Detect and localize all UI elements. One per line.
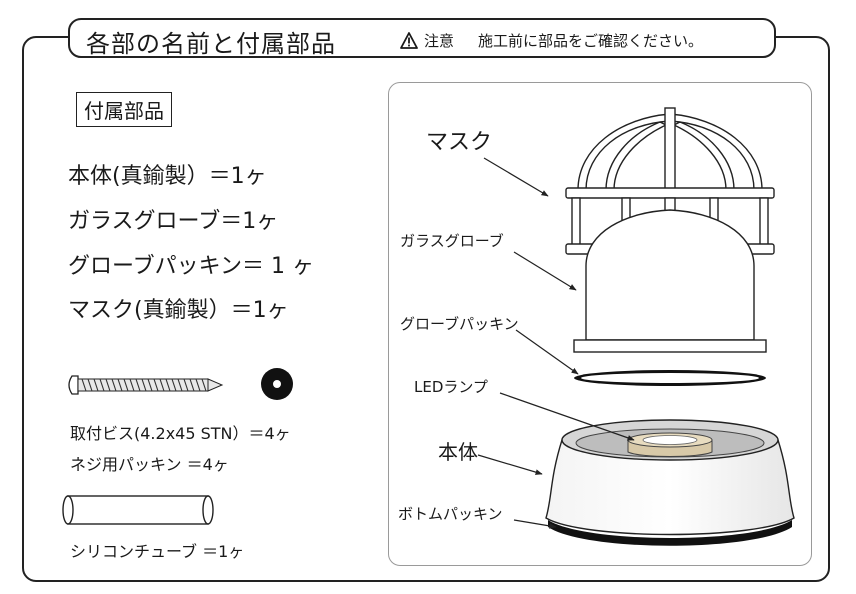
silicone-tube-icon <box>62 495 214 525</box>
notice-label: 注意 <box>424 32 455 50</box>
screw-icon <box>68 375 224 395</box>
glass-globe-part <box>573 209 767 353</box>
warning-icon <box>400 32 418 49</box>
body-part <box>545 419 795 536</box>
leader-lines <box>477 157 635 529</box>
screw-label: 取付ビス(4.2x45 STN）＝4ヶ <box>70 424 291 443</box>
accessories-heading: 付属部品 <box>76 92 172 127</box>
label-led-lamp: LEDランプ <box>414 378 488 396</box>
accessory-item-globe-packing: グローブパッキン＝ 1 ヶ <box>68 254 315 279</box>
label-bottom-packing: ボトムパッキン <box>398 505 503 523</box>
parts-diagram-panel <box>388 82 812 566</box>
label-globe-packing: グローブパッキン <box>400 315 519 333</box>
bottom-packing-part <box>548 520 792 546</box>
washer-label: ネジ用パッキン ＝4ヶ <box>70 455 229 474</box>
accessory-item-mask: マスク(真鍮製）＝1ヶ <box>68 298 289 323</box>
label-mask: マスク <box>426 130 493 155</box>
header-bar: 各部の名前と付属部品 注意 施工前に部品をご確認ください。 <box>68 18 776 58</box>
page-title: 各部の名前と付属部品 <box>86 30 336 58</box>
led-lamp-part <box>627 432 713 457</box>
accessory-item-body: 本体(真鍮製）＝1ヶ <box>68 164 267 189</box>
label-body: 本体 <box>438 440 478 464</box>
globe-packing-part <box>574 370 766 386</box>
tube-label: シリコンチューブ ＝1ヶ <box>70 542 245 561</box>
label-glass-globe: ガラスグローブ <box>400 232 504 250</box>
washer-icon <box>261 368 293 400</box>
accessory-item-glass-globe: ガラスグローブ＝1ヶ <box>68 209 279 234</box>
notice-text: 施工前に部品をご確認ください。 <box>478 32 704 50</box>
notice: 注意 施工前に部品をご確認ください。 <box>400 30 703 51</box>
